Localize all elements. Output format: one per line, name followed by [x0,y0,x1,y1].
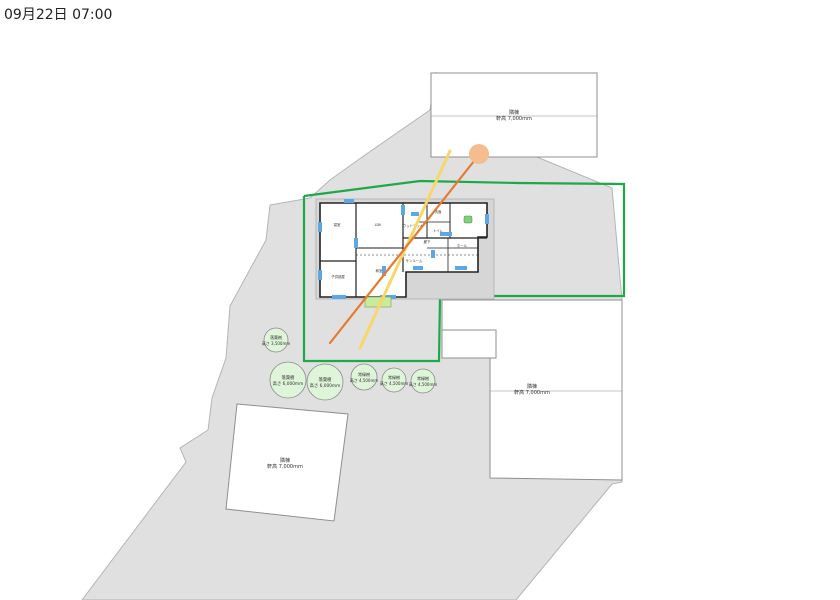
tree-6-height: 高さ 4,500mm [409,381,438,387]
room-label-7: ホール [457,243,468,248]
neighbor-building-bottomleft[interactable]: 隣棟 軒高 7,000mm [225,403,349,522]
room-label-10: ウッドデッキ [403,223,424,228]
tree-2[interactable]: 落葉樹 高さ 6,000mm [269,361,307,399]
tree-5-type: 常緑樹 [388,374,400,380]
tree-2-height: 高さ 6,000mm [273,380,304,387]
tree-2-type: 落葉樹 [282,374,296,381]
neighbor-bottomleft-height: 軒高 7,000mm [267,463,303,470]
planter-fixture [463,215,473,224]
tree-6-type: 常緑樹 [417,375,429,381]
tree-1-type: 落葉樹 [270,334,282,340]
room-label-6: 廊下 [424,239,431,244]
neighbor-right-height: 軒高 7,000mm [514,389,550,396]
tree-1[interactable]: 落葉樹 高さ 3,500mm [262,327,291,353]
room-label-3: 子供部屋 [331,274,345,279]
tree-4-type: 常緑樹 [358,371,370,377]
site-boundary [302,179,626,363]
tree-3-height: 高さ 6,000mm [310,382,341,389]
tree-4-height: 高さ 4,500mm [350,377,379,383]
neighbor-building-top[interactable]: 隣棟 軒高 7,000mm [430,72,598,158]
neighbor-top-height: 軒高 7,000mm [496,115,532,122]
neighbor-building-right[interactable]: 隣棟 軒高 7,000mm [441,299,623,481]
sun-position-icon[interactable] [469,144,489,164]
datetime-label: 09月22日 07:00 [4,7,113,23]
room-label-2: LDK [375,223,382,227]
tree-1-height: 高さ 3,500mm [262,340,291,346]
sun-direction-line [328,154,480,345]
neighbor-bottomleft-name: 隣棟 [280,457,290,464]
tree-3[interactable]: 落葉樹 高さ 6,000mm [306,363,344,401]
neighbor-right-name: 隣棟 [527,383,537,390]
tree-5[interactable]: 常緑樹 高さ 4,500mm [380,367,409,393]
room-label-1: 寝室 [334,222,341,227]
room-label-9: 和室 [376,268,383,273]
tree-3-type: 落葉樹 [319,376,333,383]
neighbor-top-name: 隣棟 [509,109,519,116]
tree-5-height: 高さ 4,500mm [380,380,409,386]
tree-6[interactable]: 常緑樹 高さ 4,500mm [409,368,438,394]
room-label-5: トイレ [433,229,444,233]
room-label-8: サンルーム [406,258,423,263]
tree-4[interactable]: 常緑樹 高さ 4,500mm [350,363,379,391]
room-label-4: 洗面 [435,209,442,214]
